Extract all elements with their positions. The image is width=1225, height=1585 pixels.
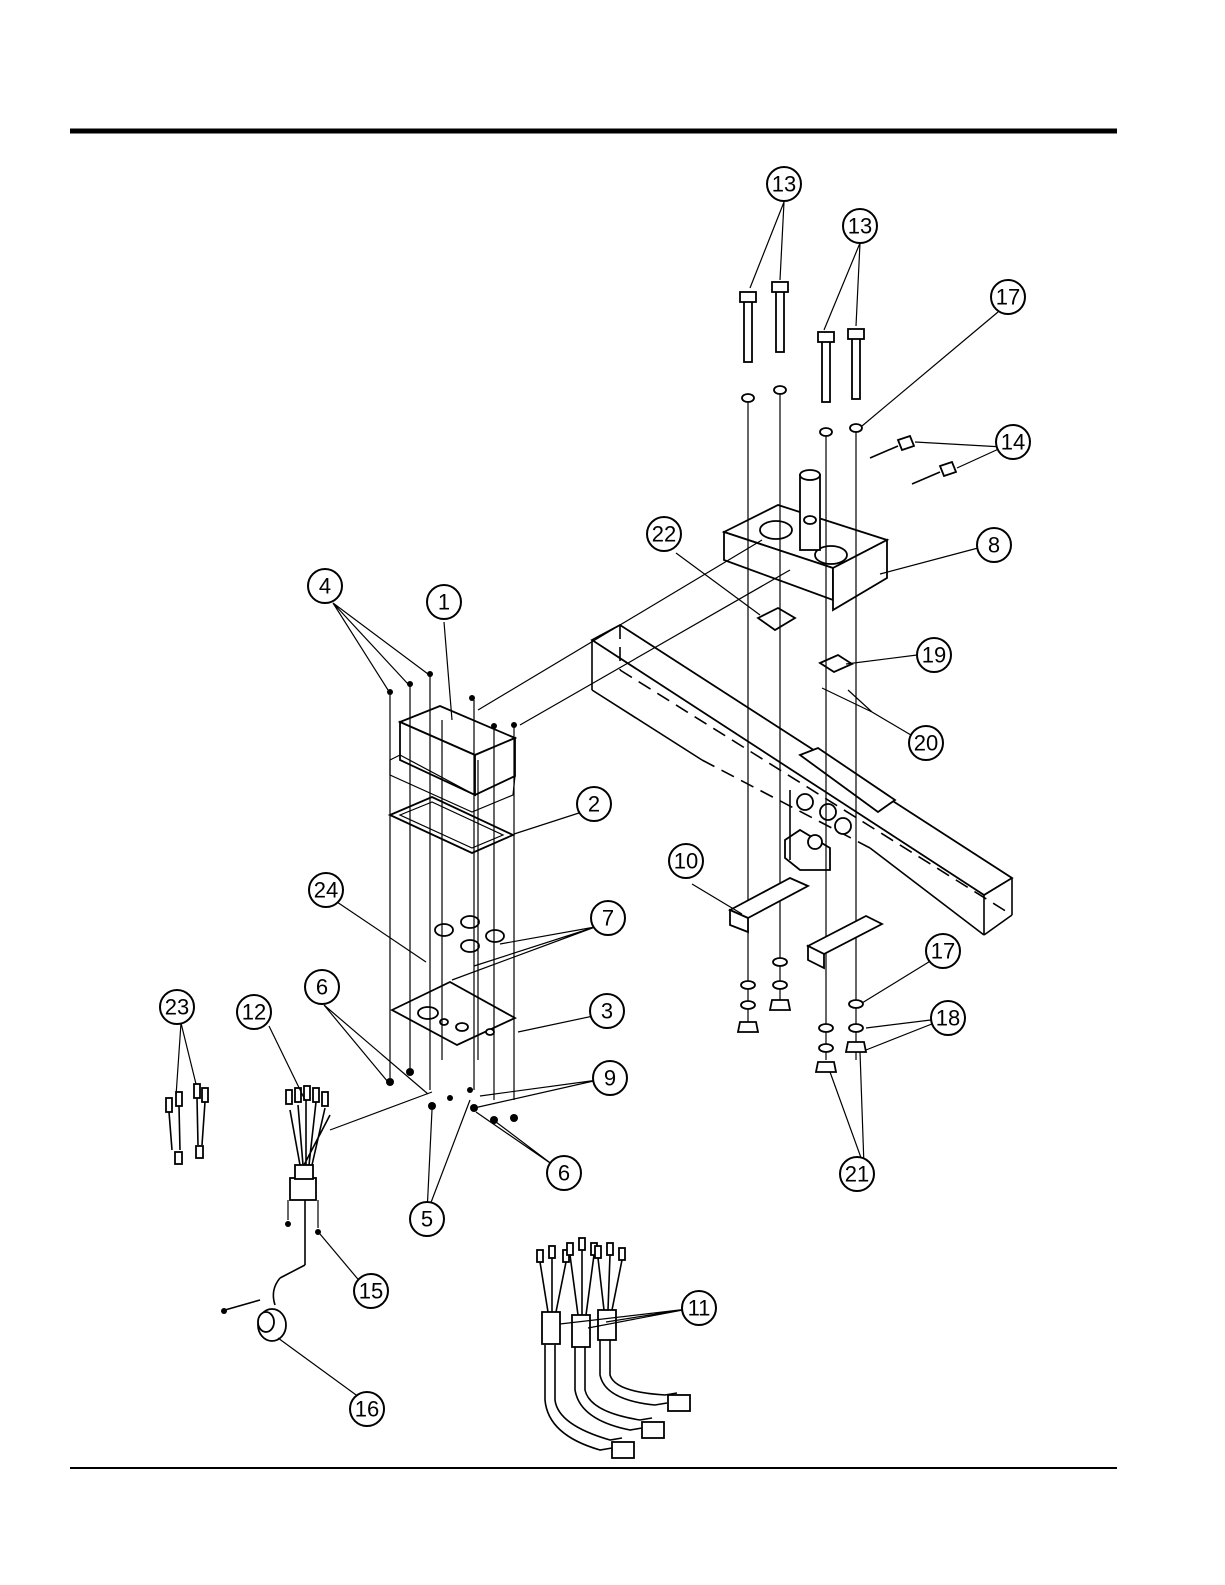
callout-5: 5 — [410, 1202, 444, 1236]
callout-24: 24 — [309, 873, 343, 907]
callout-12: 12 — [237, 995, 271, 1029]
callout-2-label: 2 — [588, 792, 600, 817]
callout-4-label: 4 — [319, 574, 331, 599]
harness-12 — [280, 1086, 432, 1278]
callout-13b: 13 — [843, 209, 877, 243]
callout-13b-label: 13 — [848, 214, 872, 239]
callout-17b: 17 — [926, 934, 960, 968]
callout-16-label: 16 — [355, 1397, 379, 1422]
assembly-line-box1-box8-a — [478, 540, 762, 710]
callout-18-label: 18 — [936, 1006, 960, 1031]
callout-23: 23 — [160, 990, 194, 1024]
callout-20: 20 — [909, 726, 943, 760]
callout-19-label: 19 — [922, 643, 946, 668]
callout-22: 22 — [647, 517, 681, 551]
callout-17a: 17 — [991, 280, 1025, 314]
callout-3-label: 3 — [601, 999, 613, 1024]
callout-5-label: 5 — [421, 1207, 433, 1232]
switch-16 — [221, 1278, 286, 1341]
assembly-line-box1-box8-b — [520, 570, 790, 725]
callout-1: 1 — [427, 585, 461, 619]
callout-18: 18 — [931, 1001, 965, 1035]
callout-21: 21 — [840, 1157, 874, 1191]
wires-23 — [166, 1084, 208, 1164]
callout-14: 14 — [996, 425, 1030, 459]
callout-15-label: 15 — [359, 1279, 383, 1304]
callout-14-label: 14 — [1001, 430, 1025, 455]
callout-7: 7 — [591, 901, 625, 935]
callout-1-label: 1 — [438, 590, 450, 615]
callout-13a-label: 13 — [772, 172, 796, 197]
callout-8: 8 — [977, 528, 1011, 562]
callout-17b-label: 17 — [931, 939, 955, 964]
callout-20-label: 20 — [914, 731, 938, 756]
callout-6a-label: 6 — [316, 975, 328, 1000]
bolts-13 — [740, 282, 864, 436]
callout-22-label: 22 — [652, 522, 676, 547]
callout-6a: 6 — [305, 970, 339, 1004]
callout-17a-label: 17 — [996, 285, 1020, 310]
callout-24-label: 24 — [314, 878, 338, 903]
cable-assemblies-11 — [537, 1238, 690, 1458]
callout-12-label: 12 — [242, 1000, 266, 1025]
callout-4: 4 — [308, 569, 342, 603]
callout-11: 11 — [682, 1291, 716, 1325]
plate-22 — [758, 608, 795, 630]
callout-10-label: 10 — [674, 849, 698, 874]
callout-9-label: 9 — [604, 1066, 616, 1091]
callout-13a: 13 — [767, 167, 801, 201]
callout-6b: 6 — [547, 1156, 581, 1190]
fasteners-17-18-21 — [738, 958, 866, 1072]
callout-19: 19 — [917, 638, 951, 672]
callout-23-label: 23 — [165, 995, 189, 1020]
callout-7-label: 7 — [602, 906, 614, 931]
callout-10: 10 — [669, 844, 703, 878]
callout-15: 15 — [354, 1274, 388, 1308]
callout-11-label: 11 — [688, 1296, 711, 1321]
control-box-1 — [400, 706, 515, 795]
callout-8-label: 8 — [988, 533, 1000, 558]
callout-2: 2 — [577, 787, 611, 821]
callout-6b-label: 6 — [558, 1161, 570, 1186]
brackets-10 — [730, 878, 882, 968]
callout-21-label: 21 — [845, 1162, 869, 1187]
callout-3: 3 — [590, 994, 624, 1028]
callout-9: 9 — [593, 1061, 627, 1095]
callout-16: 16 — [350, 1392, 384, 1426]
